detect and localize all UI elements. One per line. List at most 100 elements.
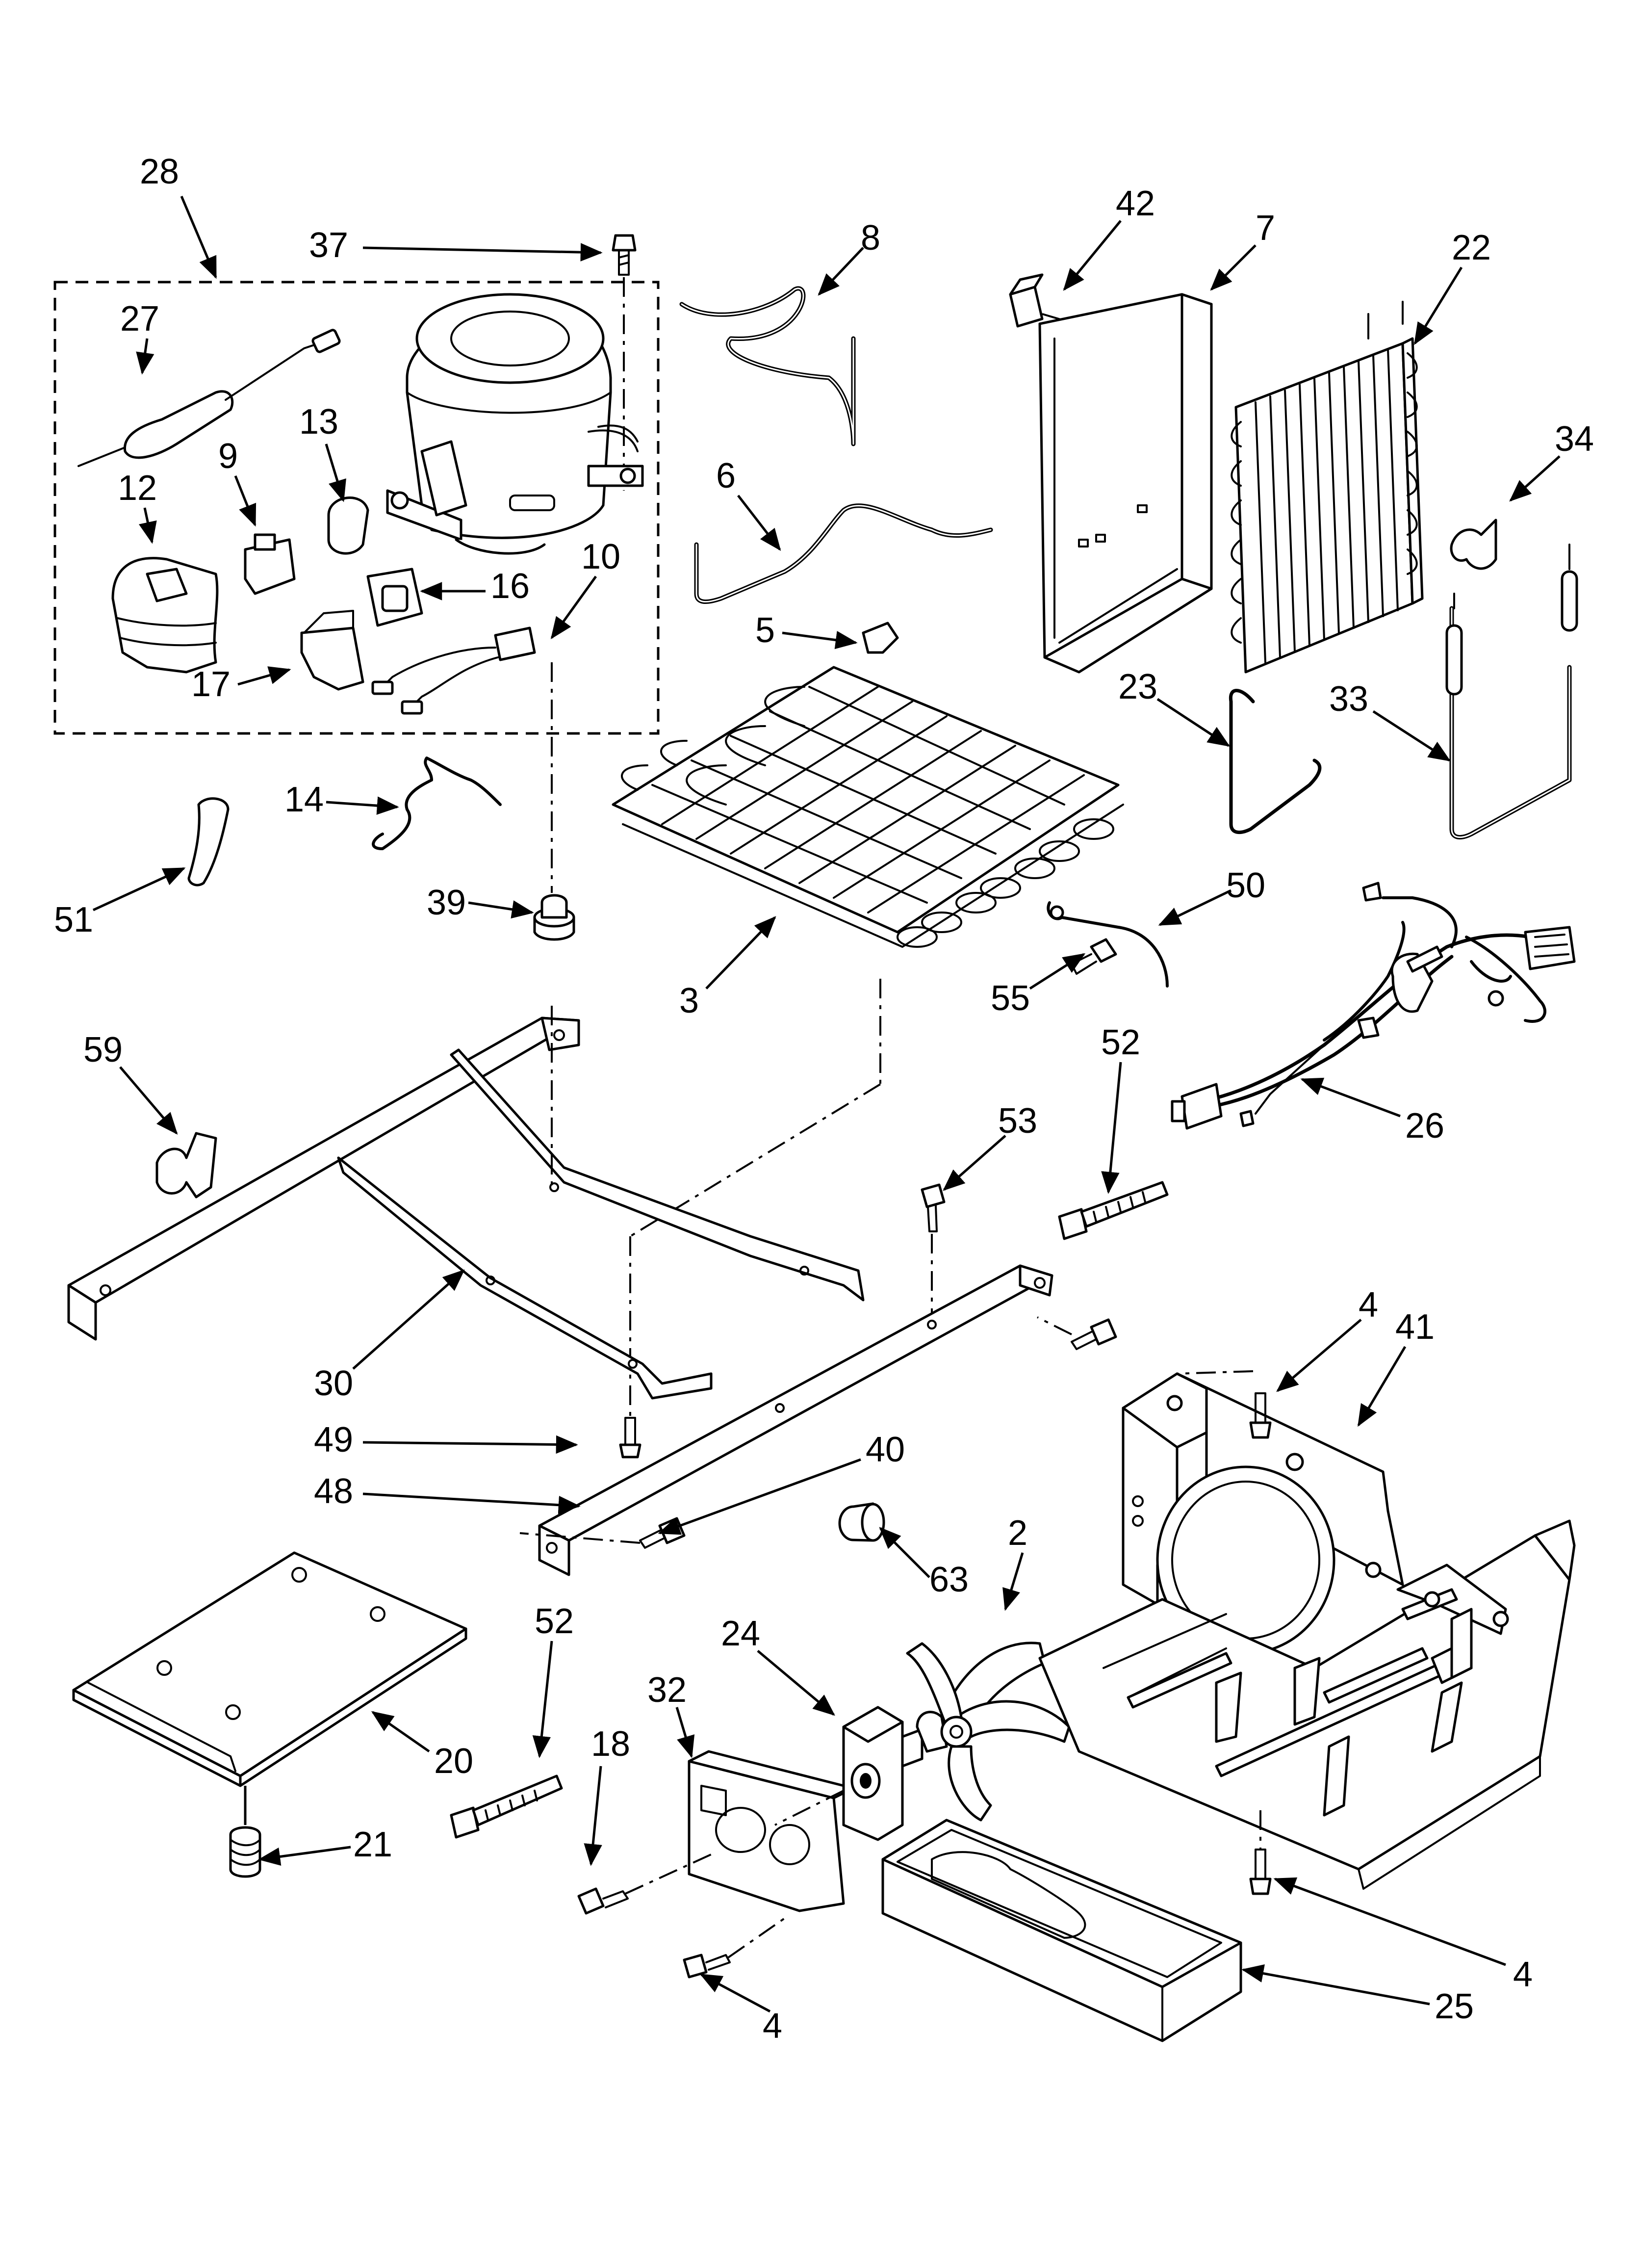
leader-arrow-c28 — [180, 196, 217, 279]
leader-arrow-c52b — [532, 1641, 553, 1758]
callout-c14: 14 — [284, 780, 399, 819]
callout-label-c53: 53 — [998, 1101, 1037, 1141]
callout-label-c22: 22 — [1452, 228, 1491, 267]
callout-label-c42: 42 — [1116, 184, 1155, 223]
rail-48-part — [538, 1264, 1053, 1576]
leader-arrow-c48 — [362, 1492, 581, 1514]
callout-label-c28: 28 — [140, 152, 179, 191]
tube-6-part — [694, 503, 993, 604]
screw-53-part — [921, 1183, 946, 1232]
callout-label-c14: 14 — [284, 780, 324, 819]
filter-drier-27-part — [77, 329, 341, 467]
callout-label-c3: 3 — [679, 981, 699, 1020]
callout-label-c49: 49 — [314, 1420, 353, 1460]
callout-c20: 20 — [371, 1711, 473, 1781]
callout-c34: 34 — [1509, 419, 1594, 502]
clip-42-part — [1009, 273, 1044, 328]
callout-label-c9: 9 — [218, 437, 238, 476]
callout-c5: 5 — [755, 611, 858, 650]
bracket-50-part — [1047, 901, 1169, 988]
fitting-63-part — [838, 1502, 885, 1542]
callout-c10: 10 — [550, 537, 620, 640]
callout-label-c4a: 4 — [1359, 1285, 1378, 1325]
screw-40a-part — [1071, 1318, 1117, 1350]
callout-c4b: 4 — [1273, 1877, 1533, 1994]
callout-c48: 48 — [314, 1472, 581, 1514]
tube-8-part — [679, 286, 856, 446]
callout-label-c27: 27 — [120, 299, 159, 339]
leader-arrow-c13 — [325, 443, 346, 502]
callout-label-c6: 6 — [716, 456, 736, 495]
wire-harness-10-part — [371, 626, 536, 715]
callout-label-c34: 34 — [1555, 419, 1594, 459]
callout-c51: 51 — [54, 867, 186, 939]
condenser-22-part — [1231, 301, 1424, 674]
screw-18-part — [577, 1887, 629, 1915]
callout-c53: 53 — [943, 1101, 1037, 1191]
leader-arrow-c3 — [705, 916, 776, 990]
spring-21-part — [229, 1826, 261, 1878]
relay-cover-12-part — [111, 557, 219, 674]
callout-c8: 8 — [818, 218, 880, 296]
leader-arrow-c50 — [1158, 889, 1232, 926]
callout-label-c24: 24 — [721, 1614, 760, 1653]
callout-c30: 30 — [314, 1269, 465, 1403]
callout-label-c23: 23 — [1118, 667, 1157, 706]
leader-arrow-c2 — [1002, 1552, 1024, 1611]
leader-arrow-c51 — [92, 867, 186, 912]
callout-label-c20: 20 — [434, 1742, 473, 1781]
leader-arrow-c6 — [737, 495, 781, 551]
clip-5-part — [862, 622, 899, 654]
motor-centerline — [774, 1790, 844, 1826]
callout-label-c2: 2 — [1008, 1513, 1027, 1553]
screw-18-centerline — [625, 1853, 712, 1895]
callout-label-c51: 51 — [54, 900, 93, 939]
leader-arrow-c12 — [139, 507, 157, 544]
capacitor-17-part — [300, 610, 364, 691]
callout-c32: 32 — [647, 1670, 695, 1758]
callout-c6: 6 — [716, 456, 781, 551]
leader-arrow-c63 — [879, 1527, 930, 1578]
callout-label-c8: 8 — [861, 218, 880, 258]
callout-c59: 59 — [83, 1030, 178, 1135]
callout-c37: 37 — [309, 226, 603, 265]
callout-label-c17: 17 — [191, 665, 231, 704]
callout-label-c52b: 52 — [535, 1602, 574, 1641]
leader-arrow-c22 — [1413, 266, 1463, 345]
leader-arrow-c10 — [550, 575, 597, 640]
callout-c27: 27 — [120, 299, 159, 375]
callout-c3: 3 — [679, 916, 776, 1020]
clip-13-part — [327, 496, 369, 555]
callout-label-c4c: 4 — [763, 2007, 782, 2046]
callout-c50: 50 — [1158, 866, 1265, 926]
callout-label-c39: 39 — [427, 883, 466, 922]
leader-arrow-c25 — [1241, 1964, 1430, 2006]
leader-arrow-c20 — [371, 1711, 430, 1753]
callout-c55: 55 — [991, 953, 1086, 1018]
leader-arrow-c59 — [119, 1066, 178, 1135]
screw-4b-part — [1249, 1849, 1272, 1895]
bracket-23-part — [1229, 689, 1322, 834]
leader-arrow-c7 — [1210, 244, 1257, 291]
leader-arrow-c41 — [1357, 1346, 1407, 1427]
callout-label-c10: 10 — [581, 537, 620, 576]
leader-arrow-c33 — [1372, 710, 1451, 762]
cable-tie-52a-part — [1058, 1181, 1169, 1240]
leader-arrow-c42 — [1063, 220, 1122, 291]
callout-c18: 18 — [584, 1724, 630, 1866]
callout-label-c13: 13 — [299, 402, 338, 442]
callout-c41: 41 — [1357, 1307, 1435, 1427]
callout-c63: 63 — [879, 1527, 969, 1599]
callout-c42: 42 — [1063, 184, 1155, 291]
callout-c4a: 4 — [1276, 1285, 1378, 1392]
callout-c16: 16 — [420, 567, 530, 606]
screw-4a-part — [1249, 1392, 1272, 1439]
callout-label-c48: 48 — [314, 1472, 353, 1511]
callout-label-c7: 7 — [1256, 209, 1275, 248]
callout-label-c41: 41 — [1395, 1307, 1435, 1347]
callout-label-c26: 26 — [1405, 1106, 1444, 1146]
callout-c39: 39 — [427, 883, 534, 922]
callout-label-c30: 30 — [314, 1364, 353, 1403]
